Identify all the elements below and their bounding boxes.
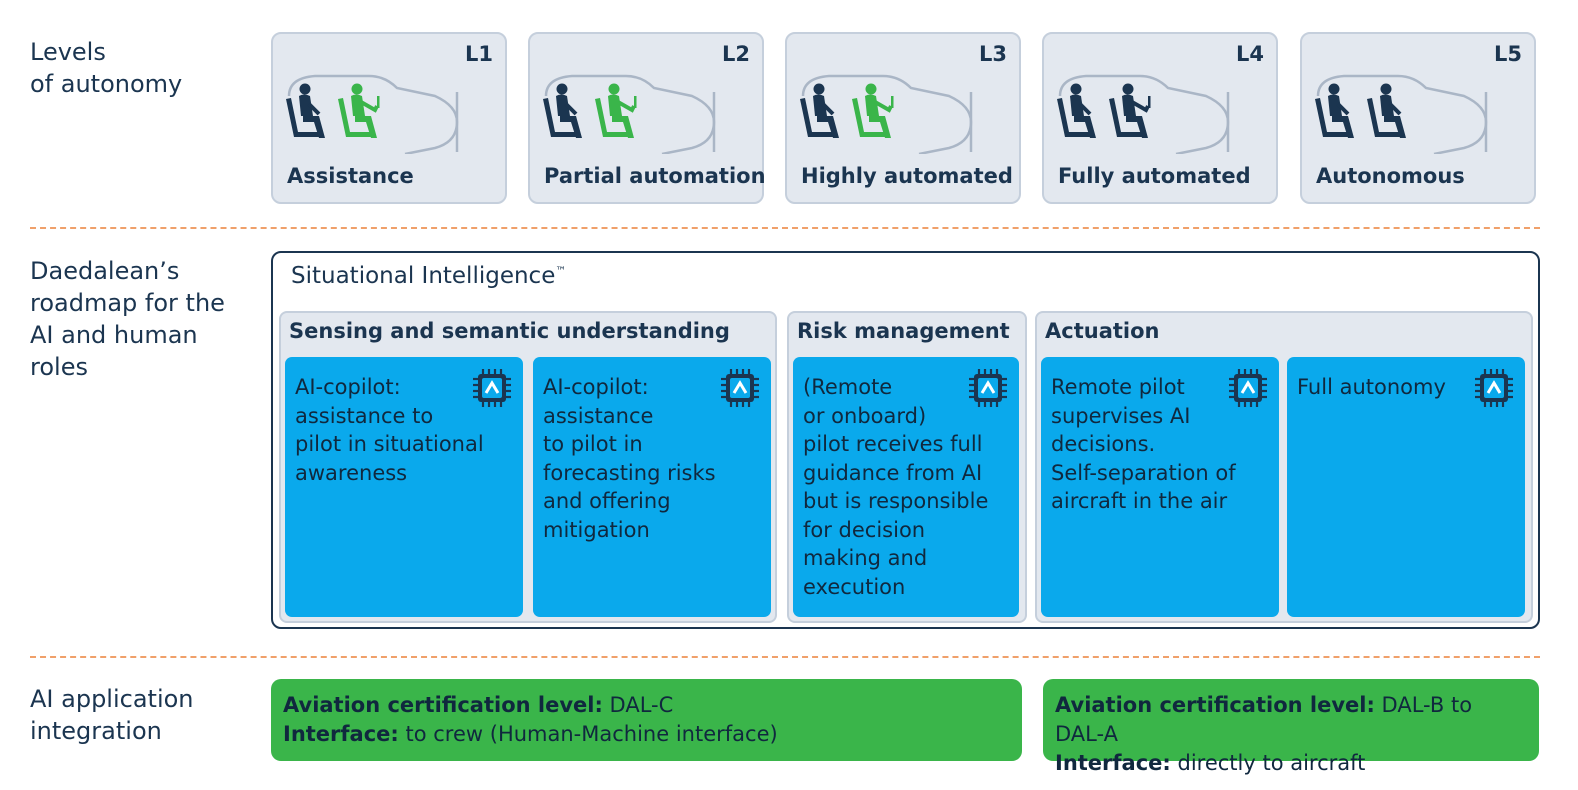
cockpit-seats-icon (1056, 62, 1236, 158)
ai-chip-icon (1473, 367, 1515, 413)
interface-value: to crew (Human-Machine interface) (405, 722, 778, 746)
ai-chip-icon (719, 367, 761, 413)
level-code: L5 (1494, 42, 1522, 66)
si-title-text: Situational Intelligence (291, 263, 556, 289)
roadmap-row-label: Daedalean’s roadmap for the AI and human… (30, 257, 225, 381)
group-title: Risk management (797, 319, 1010, 343)
certification-box-crew: Aviation certification level: DAL-C Inte… (271, 679, 1022, 761)
level-card-l3: L3 Highly automated (785, 32, 1021, 204)
cockpit-seats-icon (542, 62, 722, 158)
cockpit-seats-icon (1314, 62, 1494, 158)
section-divider (30, 656, 1540, 658)
role-card: AI-copilot: assistance to pilot in situa… (285, 357, 523, 617)
level-name: Assistance (287, 164, 414, 188)
certification-level-value: DAL-C (609, 693, 674, 717)
level-name: Fully automated (1058, 164, 1251, 188)
certification-level-label: Aviation certification level: (1055, 693, 1375, 717)
group-risk-management: Risk management (Remote or onboard) pilo… (787, 311, 1027, 623)
situational-intelligence-title: Situational Intelligence™ (291, 263, 566, 289)
group-title: Sensing and semantic understanding (289, 319, 730, 343)
level-card-l4: L4 Fully automated (1042, 32, 1278, 204)
role-card: Full autonomy (1287, 357, 1525, 617)
role-card: AI-copilot: assistance to pilot in forec… (533, 357, 771, 617)
role-card: (Remote or onboard) pilot receives full … (793, 357, 1019, 617)
ai-chip-icon (967, 367, 1009, 413)
cockpit-seats-icon (799, 62, 979, 158)
certification-level-line: Aviation certification level: DAL-C (283, 691, 1010, 720)
level-card-l5: L5 Autonomous (1300, 32, 1536, 204)
interface-line: Interface: directly to aircraft (1055, 749, 1527, 778)
certification-level-value: DAL-B to DAL-A (1055, 693, 1473, 746)
trademark-mark: ™ (555, 264, 567, 278)
level-name: Highly automated (801, 164, 1013, 188)
certification-level-label: Aviation certification level: (283, 693, 603, 717)
interface-label: Interface: (283, 722, 399, 746)
ai-chip-icon (1227, 367, 1269, 413)
group-title: Actuation (1045, 319, 1160, 343)
interface-line: Interface: to crew (Human-Machine interf… (283, 720, 1010, 749)
level-card-l1: L1 Assistance (271, 32, 507, 204)
certification-level-line: Aviation certification level: DAL-B to D… (1055, 691, 1527, 749)
group-actuation: Actuation Remote pilot supervises AI dec… (1035, 311, 1533, 623)
role-text: AI-copilot: assistance to pilot in situa… (295, 375, 484, 485)
role-text: (Remote or onboard) pilot receives full … (803, 375, 989, 599)
section-divider (30, 227, 1540, 229)
situational-intelligence-box: Situational Intelligence™ Sensing and se… (271, 251, 1540, 629)
level-name: Partial automation (544, 164, 766, 188)
interface-label: Interface: (1055, 751, 1171, 775)
ai-chip-icon (471, 367, 513, 413)
interface-value: directly to aircraft (1177, 751, 1366, 775)
role-text: AI-copilot: assistance to pilot in forec… (543, 375, 716, 542)
level-card-l2: L2 Partial automation (528, 32, 766, 204)
cockpit-seats-icon (285, 62, 465, 158)
group-sensing: Sensing and semantic understanding AI-co… (279, 311, 777, 623)
role-text: Remote pilot supervises AI decisions. Se… (1051, 375, 1236, 513)
level-code: L1 (465, 42, 493, 66)
level-code: L3 (979, 42, 1007, 66)
level-name: Autonomous (1316, 164, 1465, 188)
role-card: Remote pilot supervises AI decisions. Se… (1041, 357, 1279, 617)
certification-box-aircraft: Aviation certification level: DAL-B to D… (1043, 679, 1539, 775)
levels-row-label: Levels of autonomy (30, 38, 183, 98)
role-text: Full autonomy (1297, 375, 1446, 399)
level-code: L2 (722, 42, 750, 66)
level-code: L4 (1236, 42, 1264, 66)
integration-row-label: AI application integration (30, 685, 194, 745)
